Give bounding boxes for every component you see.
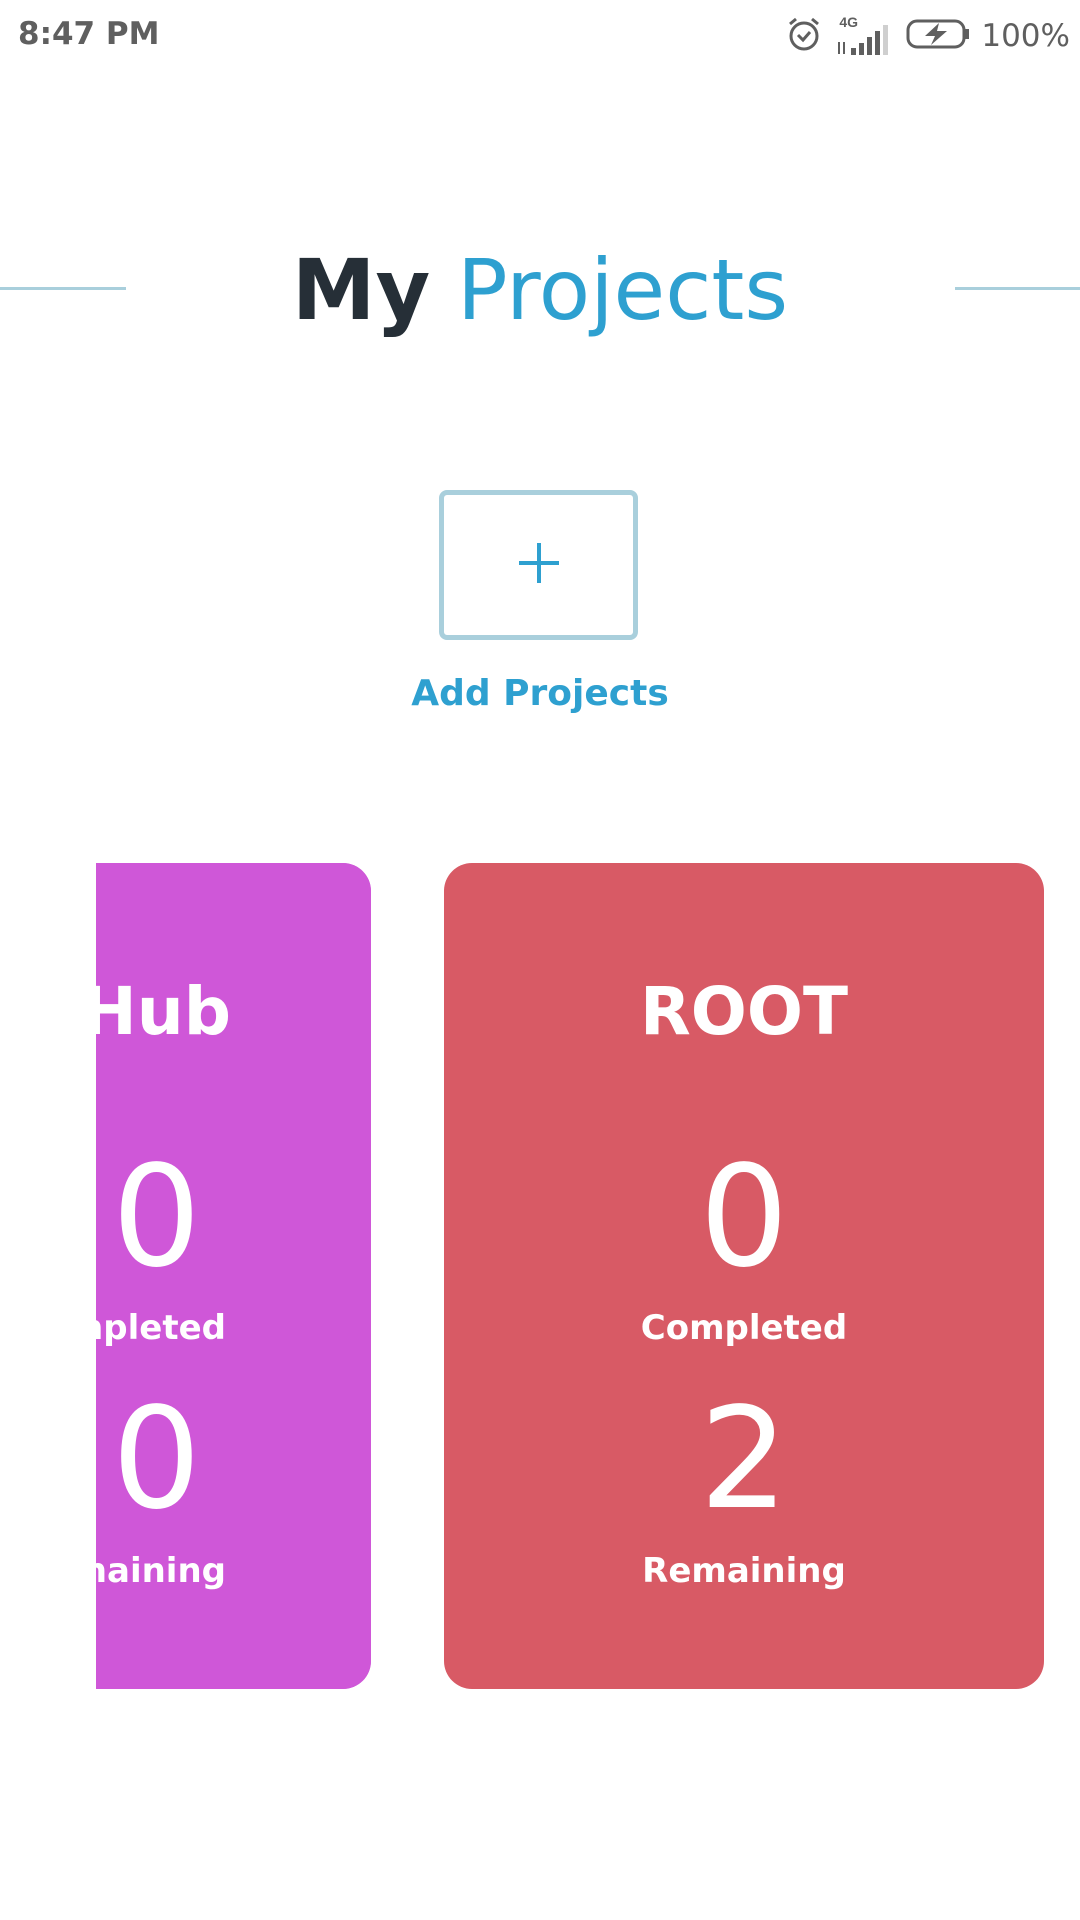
remaining-count: 0	[111, 1378, 201, 1541]
title-projects: Projects	[456, 241, 789, 339]
page-title: My Projects	[0, 240, 1080, 340]
remaining-count: 2	[699, 1378, 789, 1541]
plus-icon	[517, 541, 561, 590]
remaining-label: Remaining	[96, 1551, 226, 1591]
battery-percent: 100%	[981, 18, 1070, 54]
add-project-label[interactable]: Add Projects	[411, 673, 669, 714]
completed-count: 0	[111, 1136, 201, 1299]
completed-count: 0	[699, 1136, 789, 1299]
title-divider-left	[0, 287, 126, 290]
title-divider-right	[955, 287, 1080, 290]
project-card[interactable]: eHub 0 Completed 0 Remaining	[96, 863, 371, 1689]
status-icons: 4G 100%	[775, 14, 1070, 58]
project-name: ROOT	[639, 973, 849, 1050]
project-name: eHub	[96, 973, 231, 1050]
status-time: 8:47 PM	[18, 16, 160, 52]
title-my: My	[291, 241, 431, 339]
alarm-icon	[785, 15, 823, 58]
completed-label: Completed	[640, 1308, 848, 1348]
network-type: 4G	[839, 14, 859, 30]
status-bar: 8:47 PM 4G	[0, 0, 1080, 72]
add-project-button[interactable]	[439, 490, 638, 640]
remaining-label: Remaining	[642, 1551, 846, 1591]
signal-icon: 4G	[833, 14, 895, 56]
completed-label: Completed	[96, 1308, 226, 1348]
battery-charging-icon	[905, 17, 971, 56]
project-card[interactable]: ROOT 0 Completed 2 Remaining	[444, 863, 1044, 1689]
